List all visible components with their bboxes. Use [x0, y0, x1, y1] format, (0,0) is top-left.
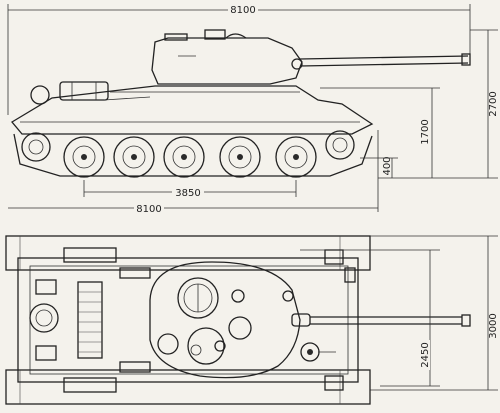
dimension-height: 2700 — [378, 29, 499, 179]
hull-side — [11, 81, 374, 135]
turret-top — [149, 261, 301, 379]
top-view: 3000 — [5, 235, 499, 405]
hull-length-label: 8100 — [136, 204, 161, 215]
hull-height-label: 1700 — [420, 119, 431, 144]
dimension-hull-length: 8100 — [8, 130, 379, 215]
wheelbase-label: 3850 — [175, 188, 200, 199]
dimension-ground-clearance: 400 — [360, 156, 398, 178]
turret-side — [151, 29, 303, 85]
dimension-width: 3000 — [370, 235, 499, 391]
road-wheel — [163, 136, 205, 178]
ground-clearance-label: 400 — [382, 156, 393, 175]
tracks-top — [5, 235, 371, 405]
overall-length-label: 8100 — [230, 5, 255, 16]
dimension-wheelbase: 3850 — [83, 180, 297, 199]
dimension-track-gauge: 2450 — [300, 249, 440, 387]
road-wheel — [113, 136, 155, 178]
road-wheel — [275, 136, 317, 178]
road-wheel — [63, 136, 105, 178]
dimension-overall-length: 8100 — [7, 3, 471, 115]
dimension-hull-height: 1700 — [320, 87, 440, 178]
running-gear — [13, 130, 373, 178]
road-wheel — [219, 136, 261, 178]
width-label: 3000 — [488, 313, 499, 338]
track-gauge-label: 2450 — [420, 342, 431, 367]
height-label: 2700 — [488, 91, 499, 116]
side-view: 8100 — [7, 3, 499, 215]
gun-barrel-top — [291, 313, 471, 327]
driver-hatch — [300, 342, 336, 362]
gun-barrel-side — [299, 53, 471, 67]
